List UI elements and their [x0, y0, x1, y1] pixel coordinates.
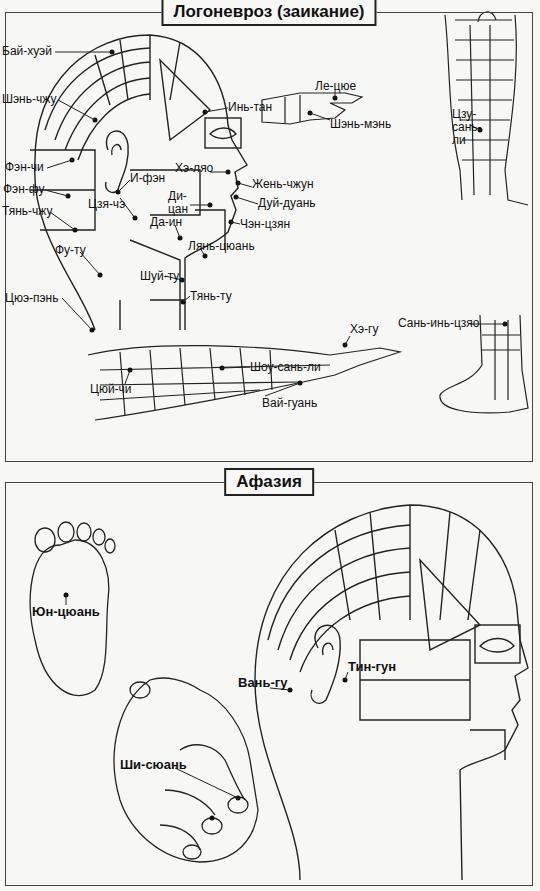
- panel-heading: Афазия: [224, 468, 314, 496]
- drawing-stroke: [58, 522, 74, 542]
- drawing-stroke: [445, 15, 528, 205]
- point-label: Ди-цан: [168, 190, 196, 216]
- panel-frame: Логоневроз (заикание): [5, 12, 533, 462]
- point-label: Фэн-фу: [3, 183, 45, 196]
- drawing-stroke: [205, 118, 241, 148]
- drawing-stroke: [114, 678, 258, 862]
- drawing-stroke: [311, 625, 340, 703]
- drawing-stroke: [475, 625, 520, 663]
- point-label: Вань-гу: [238, 676, 287, 689]
- point-label: И-фэн: [130, 172, 165, 185]
- drawing-stroke: [55, 52, 480, 130]
- drawing-stroke: [95, 35, 180, 105]
- point-label: Шэнь-чжу: [2, 93, 56, 106]
- drawing-stroke: [35, 528, 55, 552]
- leader-lines-bottom: [66, 595, 348, 798]
- point-label: Инь-тан: [228, 101, 272, 114]
- drawing-stroke: [45, 160, 228, 230]
- drawing-stroke: [323, 643, 333, 655]
- forearm-top: [88, 346, 400, 420]
- point-label: Цзя-чэ: [88, 198, 125, 211]
- drawing-stroke: [100, 348, 330, 415]
- drawing-stroke: [210, 816, 215, 821]
- drawing-stroke: [62, 252, 505, 345]
- point-label: Хэ-ляо: [175, 162, 213, 175]
- point-label: Чэн-цзян: [240, 218, 290, 231]
- drawing-stroke: [93, 529, 105, 545]
- drawing-stroke: [77, 523, 91, 541]
- point-label: Шоу-сань-ли: [250, 361, 321, 374]
- point-label: Цюй-чи: [90, 383, 132, 396]
- point-label: Бай-хуэй: [2, 45, 52, 58]
- drawing-stroke: [66, 595, 348, 798]
- leg-top: [445, 12, 528, 205]
- head-top: [30, 35, 247, 330]
- point-label: Ле-цюе: [315, 80, 356, 93]
- panel-heading: Логоневроз (заикание): [161, 0, 376, 26]
- drawing-stroke: [470, 730, 505, 760]
- sole-bottom: [30, 522, 115, 696]
- point-label: Вай-гуань: [262, 397, 317, 410]
- drawing-stroke: [130, 682, 150, 698]
- drawing-stroke: [160, 60, 210, 140]
- drawing-stroke: [285, 95, 300, 123]
- drawing-stroke: [255, 505, 528, 880]
- point-label: Цзу-сань-ли: [452, 108, 490, 147]
- drawing-stroke: [360, 640, 470, 720]
- drawing-stroke: [480, 639, 514, 653]
- head-bottom: [255, 505, 528, 880]
- point-label: Хэ-гу: [350, 323, 379, 336]
- point-label: Тин-гун: [348, 660, 396, 673]
- point-label: Шэнь-мэнь: [330, 118, 391, 131]
- drawing-stroke: [30, 540, 108, 696]
- drawing-stroke: [106, 131, 129, 192]
- point-label: Шуй-ту: [140, 270, 179, 283]
- point-label: Тянь-чжу: [2, 205, 52, 218]
- drawing-stroke: [35, 35, 247, 330]
- acupoint-dots: [66, 50, 508, 386]
- point-label: Дуй-дуань: [258, 197, 316, 210]
- drawing-stroke: [183, 845, 201, 859]
- point-label: Тянь-ту: [190, 290, 232, 303]
- point-label: Сань-инь-цзяо: [398, 317, 479, 330]
- drawing-stroke: [268, 525, 410, 672]
- point-label: Цюэ-пэнь: [5, 292, 59, 305]
- drawing-stroke: [210, 128, 236, 139]
- drawing-stroke: [478, 12, 496, 22]
- acupoint-dots-bottom: [64, 593, 348, 821]
- drawing-stroke: [335, 505, 480, 620]
- point-label: Жень-чжун: [252, 178, 314, 191]
- drawing-stroke: [420, 560, 480, 650]
- point-label: Юн-цюань: [32, 605, 100, 618]
- point-label: Да-ин: [150, 216, 182, 229]
- drawing-stroke: [112, 145, 121, 155]
- point-label: Фэн-чи: [5, 161, 44, 174]
- drawing-stroke: [88, 346, 400, 420]
- drawing-stroke: [105, 539, 115, 553]
- hand-bottom: [114, 678, 258, 862]
- drawing-stroke: [482, 320, 520, 400]
- point-label: Фу-ту: [55, 244, 86, 257]
- leader-lines: [45, 52, 505, 396]
- point-label: Лянь-цюань: [188, 240, 255, 253]
- point-label: Ши-сюань: [120, 758, 187, 771]
